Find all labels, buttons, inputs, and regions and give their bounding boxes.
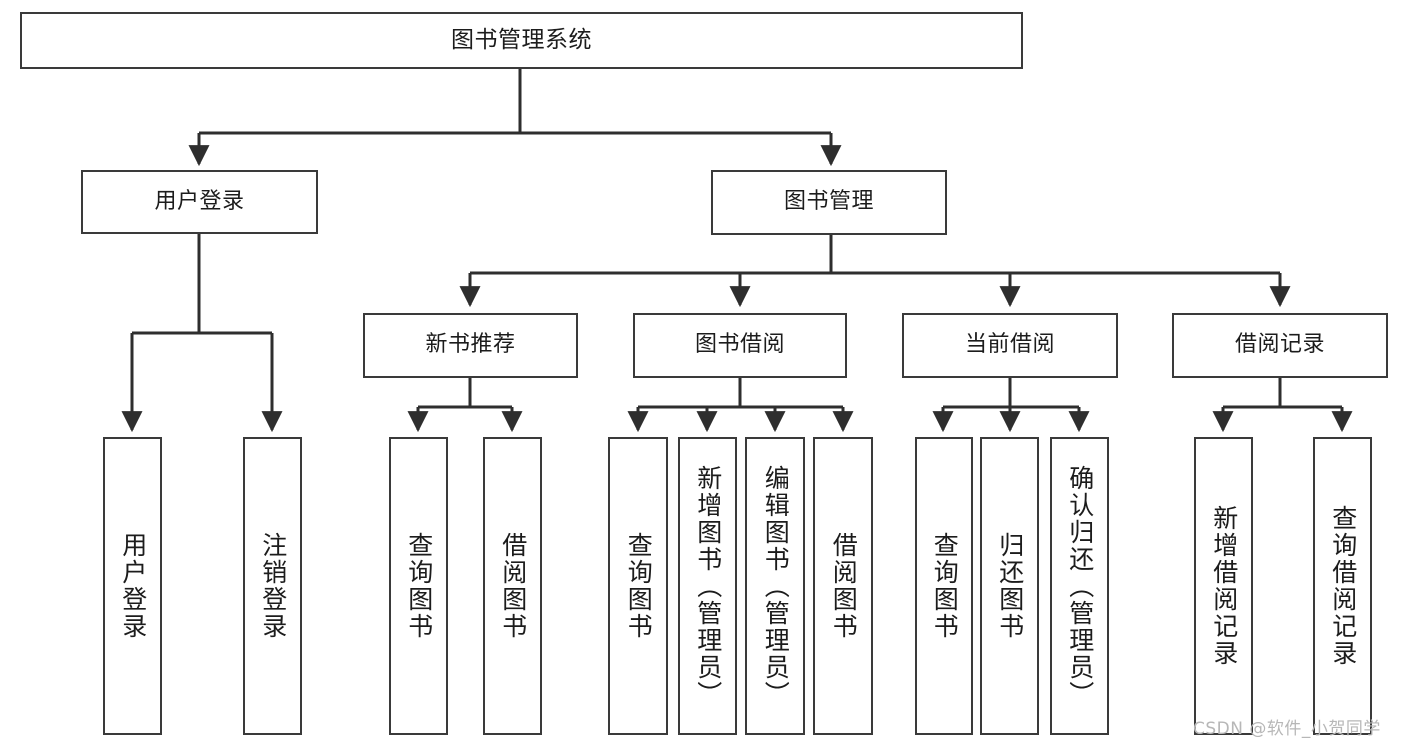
node-label: 编辑图书（管理员） [761, 464, 791, 708]
node-label: 图书管理系统 [451, 26, 592, 53]
node-label: 归还图书 [995, 532, 1025, 640]
node-user-login[interactable]: 用户登录 [81, 170, 318, 234]
leaf-new-book-query[interactable]: 查询图书 [389, 437, 448, 735]
node-book-management[interactable]: 图书管理 [711, 170, 947, 235]
node-label: 新增借阅记录 [1209, 505, 1239, 667]
node-label: 查询图书 [624, 532, 654, 640]
node-label: 图书管理 [783, 189, 874, 215]
node-label: 图书借阅 [694, 332, 785, 358]
leaf-user-login-signin[interactable]: 用户登录 [103, 437, 162, 735]
node-label: 查询图书 [404, 532, 434, 640]
leaf-borrow-query-book[interactable]: 查询图书 [608, 437, 668, 735]
node-label: 借阅图书 [829, 532, 859, 640]
node-book-borrow[interactable]: 图书借阅 [633, 313, 847, 378]
node-label: 借阅图书 [498, 532, 528, 640]
leaf-borrow-borrow-book[interactable]: 借阅图书 [813, 437, 873, 735]
node-label: 查询图书 [930, 532, 960, 640]
leaf-user-login-signout[interactable]: 注销登录 [243, 437, 302, 735]
leaf-record-query[interactable]: 查询借阅记录 [1313, 437, 1372, 735]
node-label: 确认归还（管理员） [1065, 464, 1095, 708]
node-label: 查询借阅记录 [1328, 505, 1358, 667]
node-label: 新书推荐 [425, 332, 516, 358]
leaf-current-confirm-return[interactable]: 确认归还（管理员） [1050, 437, 1109, 735]
leaf-current-return-book[interactable]: 归还图书 [980, 437, 1039, 735]
node-label: 注销登录 [258, 532, 288, 640]
leaf-new-book-borrow[interactable]: 借阅图书 [483, 437, 542, 735]
node-new-book-recommend[interactable]: 新书推荐 [363, 313, 578, 378]
leaf-borrow-edit-book[interactable]: 编辑图书（管理员） [745, 437, 805, 735]
node-current-borrow[interactable]: 当前借阅 [902, 313, 1118, 378]
leaf-current-query-book[interactable]: 查询图书 [915, 437, 973, 735]
node-borrow-record[interactable]: 借阅记录 [1172, 313, 1388, 378]
node-label: 用户登录 [154, 188, 245, 214]
leaf-record-add[interactable]: 新增借阅记录 [1194, 437, 1253, 735]
node-root-system[interactable]: 图书管理系统 [20, 12, 1023, 69]
leaf-borrow-add-book[interactable]: 新增图书（管理员） [678, 437, 737, 735]
csdn-watermark: CSDN @软件_小贺同学 [1193, 719, 1381, 739]
node-label: 当前借阅 [964, 332, 1055, 358]
node-label: 用户登录 [118, 532, 148, 640]
node-label: 新增图书（管理员） [693, 464, 723, 708]
node-label: 借阅记录 [1234, 332, 1325, 358]
